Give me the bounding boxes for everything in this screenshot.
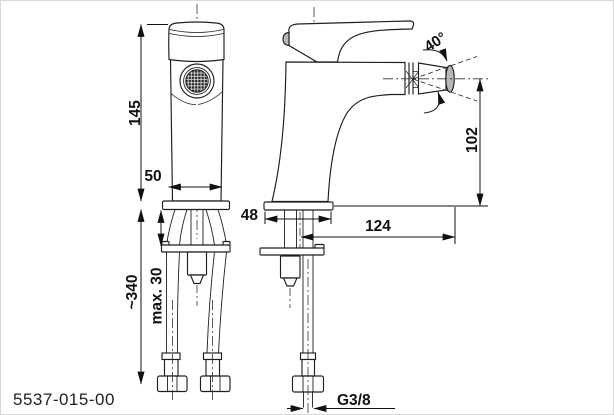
supply-hose-left: [166, 251, 180, 354]
thread-stub: [303, 392, 313, 408]
joint-cross-detail: [405, 70, 420, 89]
dim-label-spout-height: 102: [464, 127, 481, 153]
dim-label-spout-reach: 124: [365, 218, 391, 235]
base-flange-side: [263, 201, 334, 211]
dim-label-max-thickness: max. 30: [149, 268, 166, 325]
supply-hose-left-upper: [166, 209, 188, 246]
dim-label-base-depth: 48: [241, 207, 259, 224]
lever-end-cap: [282, 31, 290, 47]
threaded-rod-front: [190, 209, 204, 245]
swivel-range-rays: [412, 56, 478, 102]
spout-neck: [413, 71, 419, 88]
dim-label-base-width: 50: [144, 168, 161, 185]
dim-label-hose-length: ~340: [124, 275, 141, 310]
lever-handle-side: [288, 20, 415, 63]
dim-base-depth-48: [264, 211, 332, 224]
body-contour-right: [197, 91, 223, 105]
supply-hose-right: [206, 251, 227, 354]
dim-swivel-angle-40: [422, 48, 448, 114]
handle-seam-1: [169, 29, 224, 33]
mounting-washer-side: [259, 243, 325, 256]
part-number-label: 5537-015-00: [13, 390, 115, 409]
swivel-arc-upper: [422, 48, 448, 62]
base-flange-front: [161, 200, 231, 211]
dim-height-145: [137, 23, 168, 202]
hose-fitting-right: [199, 352, 231, 393]
supply-hose-right-upper: [205, 209, 227, 246]
mounting-nut-front: [186, 251, 208, 285]
dim-spout-reach-124: [300, 207, 456, 244]
mounting-washer-front: [160, 240, 231, 253]
dim-spout-height-102: [334, 78, 488, 207]
dim-label-thread-size: G3/8: [337, 392, 371, 409]
body-contour-left: [171, 93, 197, 105]
dimensions: [137, 23, 488, 413]
centerline-hoses-front: [172, 300, 213, 403]
faucet-side-body: [271, 61, 406, 203]
handle-seam-2: [169, 33, 224, 37]
swivel-arc-lower: [423, 91, 446, 114]
hose-nut-right: [199, 375, 231, 393]
dim-label-swivel-angle: 40°: [421, 29, 449, 56]
dim-label-height: 145: [127, 100, 144, 126]
side-view: [259, 7, 489, 413]
aerator-icon: [179, 63, 215, 99]
mounting-nut-side: [279, 255, 301, 287]
faucet-front-handle: [168, 21, 225, 63]
front-view: [156, 4, 231, 403]
